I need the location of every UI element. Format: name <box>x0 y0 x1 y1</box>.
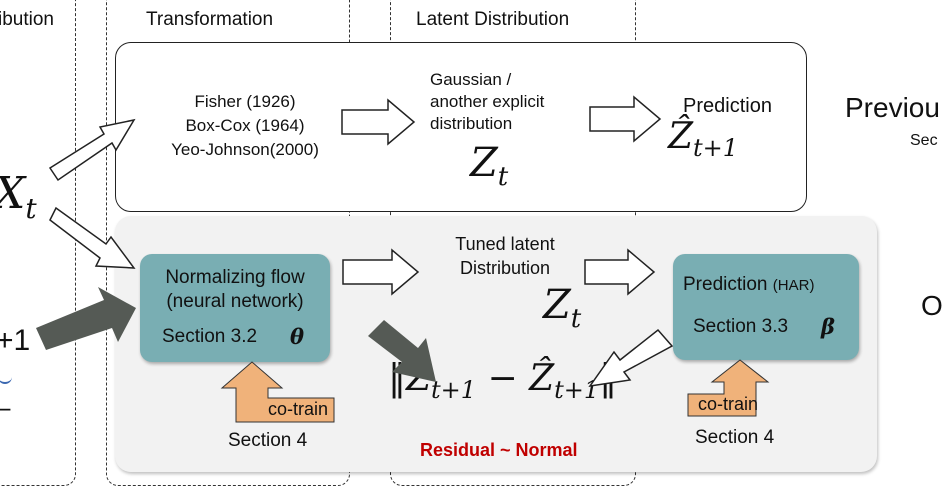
prediction-har-box: Prediction (HAR) Section 3.3 β <box>673 254 859 360</box>
residual-label: Residual ~ Normal <box>420 440 578 460</box>
previous-sublabel: Sec <box>910 132 938 149</box>
cotrain-arrow-left <box>220 361 335 423</box>
section4-right: Section 4 <box>695 427 775 448</box>
cotrain-label-left: co-train <box>268 399 329 419</box>
method-fisher: Fisher (1926) <box>194 92 296 111</box>
left-dashed-column <box>0 0 76 486</box>
left-fragment-dash: – <box>0 392 10 423</box>
transformation-methods: Fisher (1926) Box-Cox (1964) Yeo-Johnson… <box>145 90 345 162</box>
arrow-flow-to-latent <box>342 248 420 296</box>
tuned-latent-description: Tuned latent Distribution <box>455 234 555 278</box>
section4-left: Section 4 <box>228 430 308 451</box>
previous-label: Previou <box>845 92 940 123</box>
nf-theta: θ <box>290 324 305 349</box>
input-symbol-x: Xt <box>0 168 37 225</box>
cotrain-label-right: co-train <box>698 394 759 414</box>
top-prediction-symbol: Ẑt+1 <box>668 116 739 163</box>
arrow-x-to-flow <box>49 206 136 269</box>
pred-har-label: Prediction (HAR) <box>683 274 815 295</box>
arrow-latent-to-prediction <box>584 248 656 296</box>
method-yeo-johnson: Yeo-Johnson(2000) <box>171 140 319 159</box>
transformation-header: Transformation <box>146 9 274 30</box>
top-latent-symbol: Zt <box>470 140 509 192</box>
arrow-gaussian-to-prediction <box>589 95 662 143</box>
previous-methods-panel <box>115 42 807 212</box>
gaussian-description: Gaussian / another explicit distribution <box>430 70 545 133</box>
bottom-latent-symbol: Zt <box>543 282 582 334</box>
pred-har-section: Section 3.3 <box>693 316 789 337</box>
ours-label: O <box>921 290 943 321</box>
dark-arrow-flow-to-residual <box>368 320 436 382</box>
arrow-prediction-to-residual <box>588 328 674 388</box>
left-column-header: ibution <box>0 9 54 30</box>
left-fragment-curve <box>0 372 12 384</box>
method-box-cox: Box-Cox (1964) <box>185 116 305 135</box>
arrow-transformation-to-gaussian <box>341 98 416 146</box>
nf-section: Section 3.2 <box>162 326 258 347</box>
cotrain-arrow-right <box>687 359 770 417</box>
dark-arrow-to-flow <box>36 287 136 350</box>
top-prediction-label: Prediction <box>683 95 772 117</box>
nf-title: Normalizing flow (neural network) <box>165 267 305 312</box>
left-fragment-plus-one: +1 <box>0 324 31 357</box>
arrow-x-to-transformation <box>48 118 136 182</box>
latent-distribution-header: Latent Distribution <box>416 9 570 30</box>
normalizing-flow-box: Normalizing flow (neural network) Sectio… <box>140 254 330 362</box>
pred-har-beta: β <box>821 314 835 339</box>
